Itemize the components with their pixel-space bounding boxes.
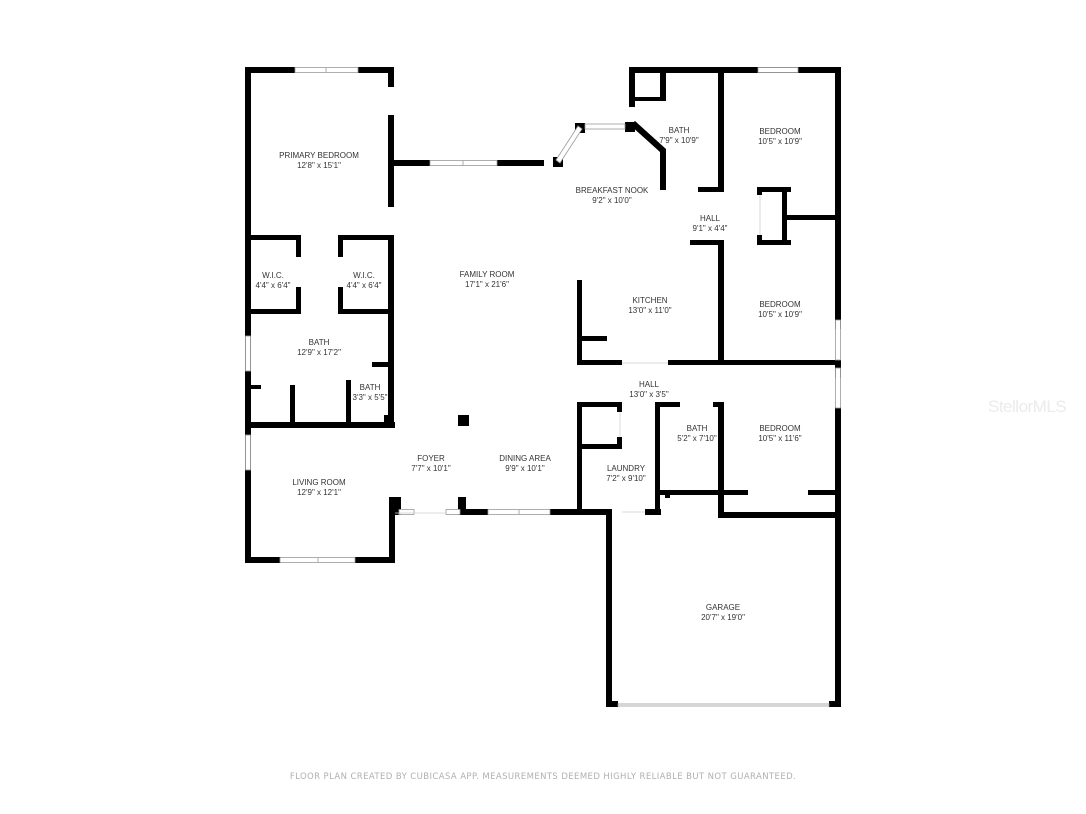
room-dims: 17'1" x 21'6" [465,280,509,289]
room-dims: 20'7" x 19'0" [701,613,745,622]
room-name: BATH [308,338,330,347]
room-name: LIVING ROOM [292,478,346,487]
room-name: PRIMARY BEDROOM [279,151,359,160]
room-dims: 12'8" x 15'1" [297,161,341,170]
room-dims: 10'5" x 10'9" [758,310,802,319]
room-dims: 4'4" x 6'4" [255,281,291,290]
room-dims: 9'2" x 10'0" [592,196,632,205]
room-dims: 9'9" x 10'1" [505,464,545,473]
room-dims: 4'4" x 6'4" [346,281,382,290]
room-dims: 10'5" x 10'9" [758,137,802,146]
disclaimer-footer: FLOOR PLAN CREATED BY CUBICASA APP. MEAS… [289,772,797,782]
room-dims: 5'2" x 7'10" [677,434,717,443]
room-name: KITCHEN [632,296,668,305]
room-wic-left: W.I.C.4'4" x 6'4" [256,271,291,291]
room-name: W.I.C. [262,271,284,280]
room-name: LAUNDRY [606,464,646,473]
room-name: BATH [686,424,708,433]
room-name: HALL [699,214,721,223]
room-name: DINING AREA [499,454,551,463]
room-name: HALL [638,380,659,389]
room-dims: 9'1" x 4'4" [692,224,728,233]
room-dims: 12'9" x 17'2" [297,348,341,357]
door-openings [395,195,761,514]
room-name: FAMILY ROOM [459,270,515,279]
room-name: BATH [359,383,381,392]
room-name: BEDROOM [759,127,801,136]
windows [245,67,841,707]
room-dims: 13'0" x 11'0" [628,306,672,315]
mls-watermark: StellorMLS [988,397,1067,416]
room-name: GARAGE [705,603,741,612]
walls [245,67,841,707]
room-name: BATH [668,126,690,135]
room-name: BEDROOM [759,300,801,309]
room-name: BREAKFAST NOOK [575,186,649,195]
room-wic-right: W.I.C.4'4" x 6'4" [347,271,382,291]
room-dims: 12'9" x 12'1" [297,488,341,497]
room-dims: 7'9" x 10'9" [659,136,699,145]
room-name: W.I.C. [353,271,375,280]
room-name: BEDROOM [759,424,801,433]
room-dims: 7'7" x 10'1" [411,464,451,473]
room-dims: 10'5" x 11'6" [758,434,802,443]
room-dims: 13'0" x 3'5" [629,390,669,399]
room-dims: 3'3" x 5'5" [352,393,388,402]
room-name: FOYER [417,454,445,463]
room-dims: 7'2" x 9'10" [606,474,646,483]
